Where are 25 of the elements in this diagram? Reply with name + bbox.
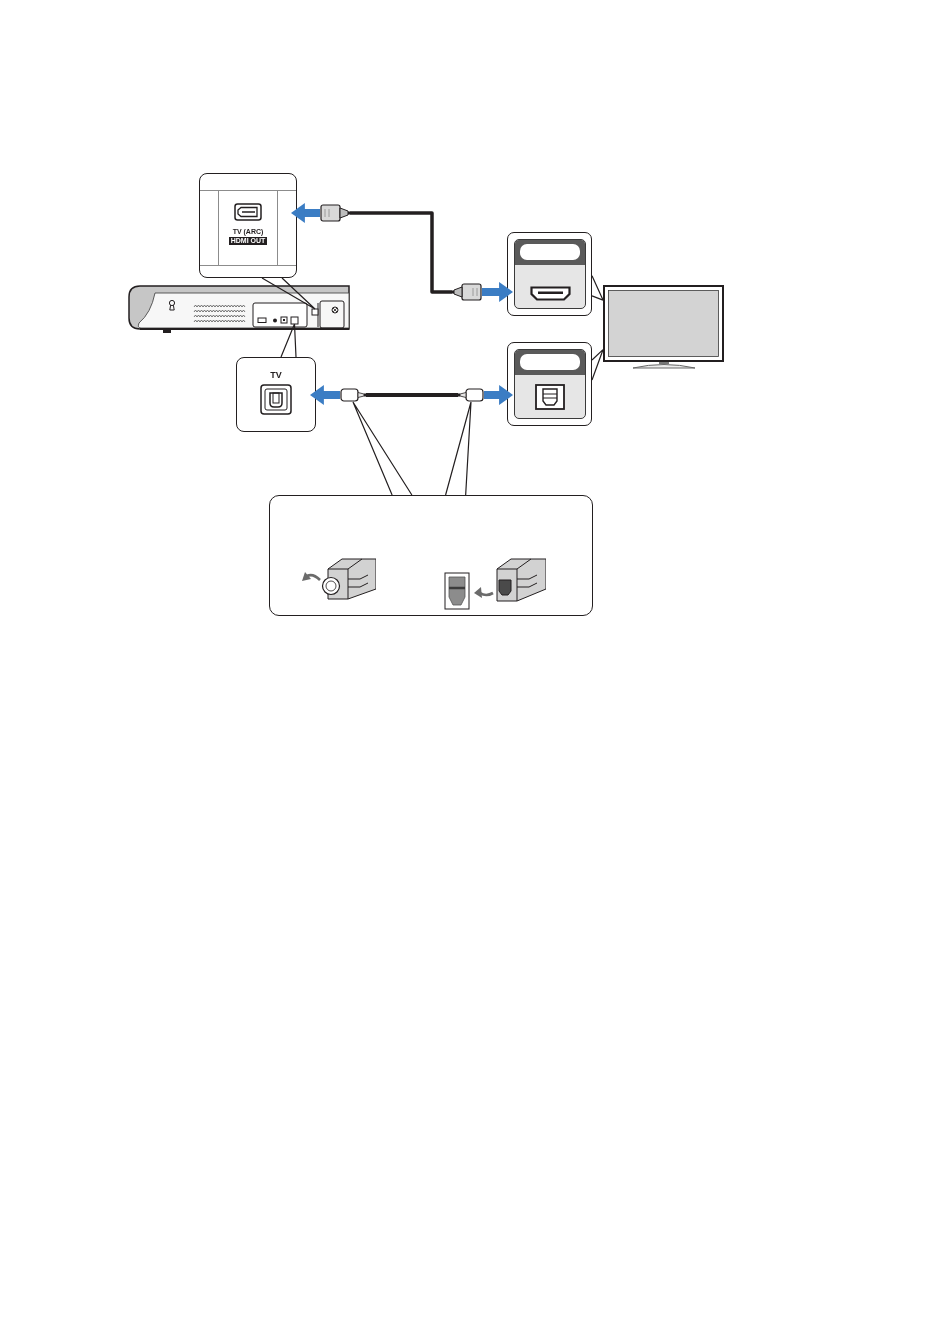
port-inset	[236, 357, 316, 432]
leader-line	[591, 275, 604, 301]
leader-line	[591, 349, 604, 381]
optical-plug	[340, 388, 366, 402]
optical-port	[290, 316, 299, 325]
port-inset	[507, 342, 592, 426]
port-label: TV	[270, 370, 282, 380]
callout-box	[269, 495, 593, 616]
leader-line	[280, 323, 297, 358]
hdmi-plug	[452, 283, 482, 301]
television	[603, 285, 724, 369]
insert-arrow	[484, 385, 514, 405]
optical-plug	[458, 388, 484, 402]
insert-arrow	[482, 282, 514, 302]
cable	[366, 393, 458, 397]
leader-line	[352, 401, 413, 496]
leader-line	[444, 401, 472, 496]
hdmi-port	[311, 308, 319, 316]
cable	[350, 211, 452, 294]
port-inset	[199, 173, 297, 278]
hdmi-plug	[320, 204, 350, 222]
insert-arrow	[290, 203, 320, 223]
leader-line	[261, 277, 316, 310]
insert-arrow	[309, 385, 340, 405]
port-inset	[507, 232, 592, 316]
